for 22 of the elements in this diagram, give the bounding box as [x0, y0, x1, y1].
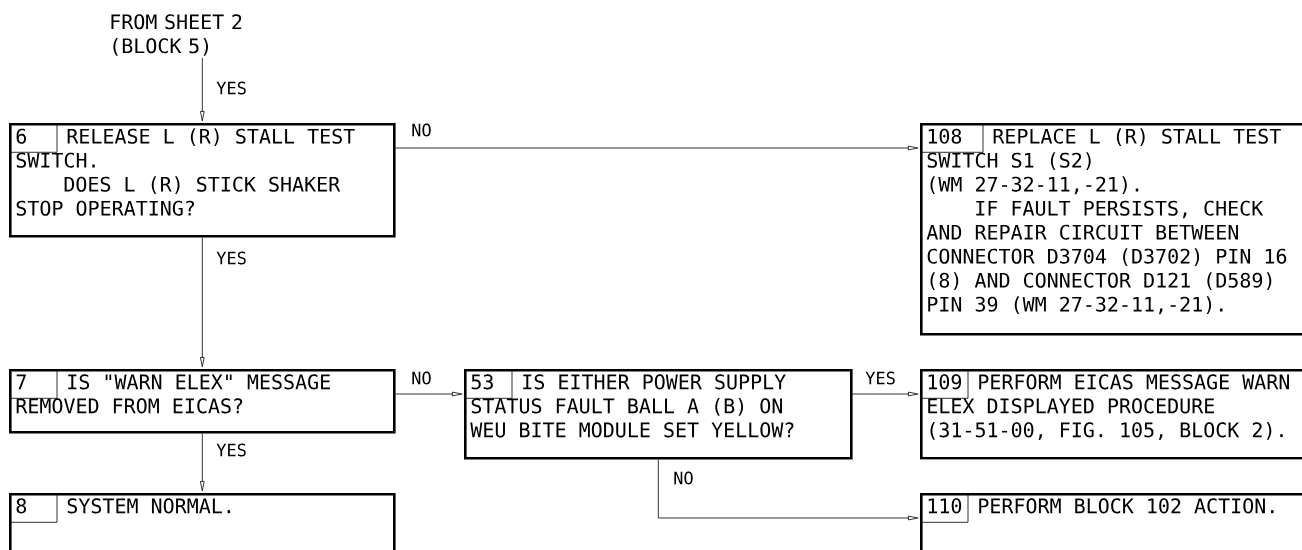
edge-label: YES	[216, 443, 246, 457]
arrow	[200, 57, 205, 122]
step-box: 7 IS "WARN ELEX" MESSAGE REMOVED FROM EICAS?	[9, 369, 396, 434]
edge-label: NO	[674, 471, 693, 485]
arrow	[852, 391, 919, 397]
edge-label: NO	[412, 371, 431, 385]
step-box: 108 REPLACE L (R) STALL TEST SWITCH S1 (S2) (WM 27-32-11,-21). IF FAULT PERSISTS, CHECK AND REPAIR CIRCUIT BETWEEN CONNECTOR D3704 (D3702) PIN 16 (8) AND CONNECTOR D121 (D589) PIN 39 (WM 27-32-11,-21).	[920, 123, 1302, 336]
arrow	[395, 145, 919, 151]
step-box: 109 PERFORM EICAS MESSAGE WARN ELEX DISPLAYED PROCEDURE (31-51-00, FIG. 105, BLOCK 2).	[920, 369, 1302, 460]
step-box: 8 SYSTEM NORMAL.	[9, 493, 396, 550]
arrow	[200, 433, 205, 492]
arrow	[657, 459, 919, 521]
edge-label: YES	[216, 251, 246, 265]
arrow	[395, 391, 463, 397]
edge-label: YES	[865, 371, 895, 385]
edge-label: NO	[412, 123, 431, 137]
step-box: 110 PERFORM BLOCK 102 ACTION.	[920, 493, 1302, 550]
step-box: 53 IS EITHER POWER SUPPLY STATUS FAULT BALL A (B) ON WEU BITE MODULE SET YELLOW?	[464, 369, 853, 460]
edge-label: YES	[216, 81, 246, 95]
step-box: 6 RELEASE L (R) STALL TEST SWITCH. DOES L (R) STICK SHAKER STOP OPERATING?	[9, 123, 396, 238]
sheet-reference: FROM SHEET 2 (BLOCK 5)	[111, 14, 242, 56]
arrow	[200, 237, 205, 368]
